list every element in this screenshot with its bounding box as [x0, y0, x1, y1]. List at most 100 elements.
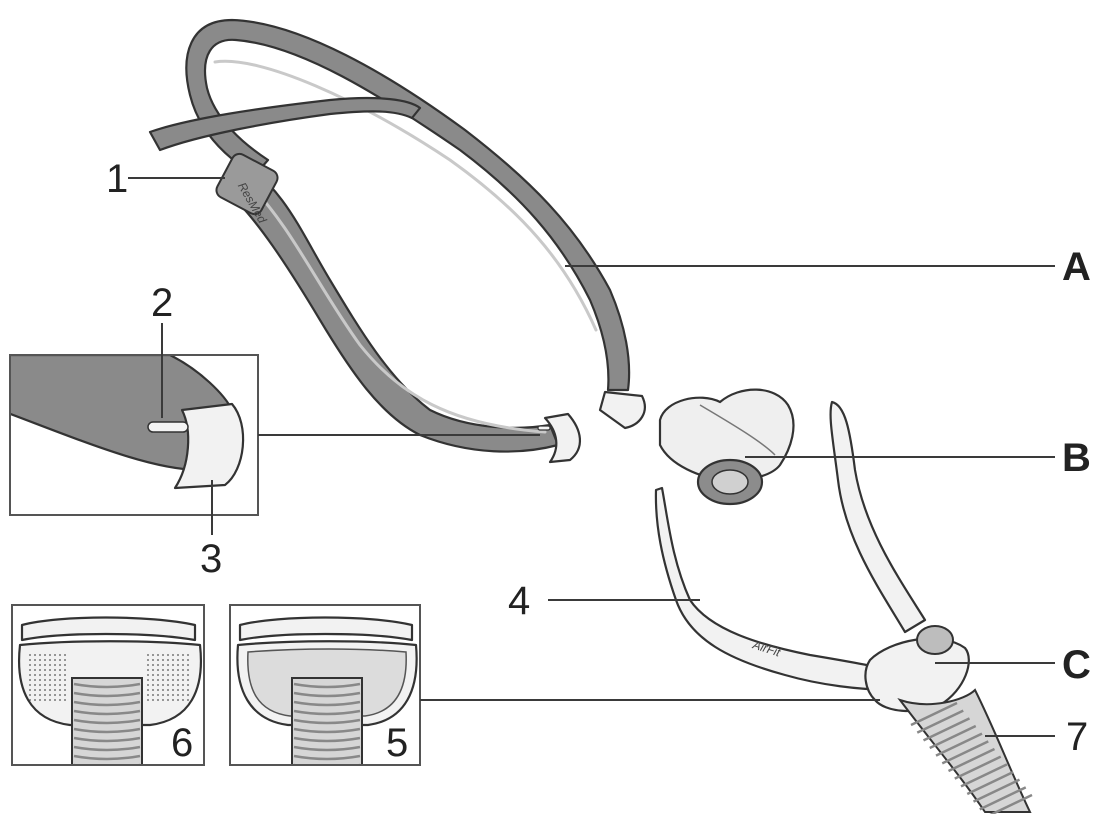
vent-hole [54, 664, 56, 666]
vent-hole [177, 669, 179, 671]
vent-hole [187, 679, 189, 681]
air-tube [900, 690, 1032, 814]
vent-hole [162, 684, 164, 686]
vent-hole [177, 689, 179, 691]
vent-hole [39, 699, 41, 701]
callout-A: A [1062, 245, 1091, 289]
vent-hole [29, 684, 31, 686]
vent-hole [172, 699, 174, 701]
vent-hole [64, 684, 66, 686]
vent-hole [157, 684, 159, 686]
vent-hole [187, 669, 189, 671]
vent-hole [34, 689, 36, 691]
inset5-tube [292, 678, 362, 778]
vent-hole [64, 694, 66, 696]
vent-hole [187, 674, 189, 676]
vent-hole [177, 699, 179, 701]
vent-hole [29, 694, 31, 696]
vent-hole [59, 659, 61, 661]
vent-hole [59, 699, 61, 701]
vent-hole [162, 689, 164, 691]
vent-hole [34, 664, 36, 666]
vent-hole [187, 694, 189, 696]
vent-hole [54, 694, 56, 696]
vent-hole [157, 659, 159, 661]
vent-hole [29, 679, 31, 681]
vent-hole [177, 679, 179, 681]
vent-hole [54, 689, 56, 691]
vent-hole [59, 694, 61, 696]
vent-hole [167, 654, 169, 656]
callout-3: 3 [200, 537, 222, 581]
vent-hole [39, 659, 41, 661]
vent-hole [157, 669, 159, 671]
vent-hole [49, 679, 51, 681]
vent-hole [167, 679, 169, 681]
vent-hole [59, 684, 61, 686]
vent-hole [59, 669, 61, 671]
vent-hole [157, 674, 159, 676]
frame-hub [917, 626, 953, 654]
vent-hole [34, 654, 36, 656]
vent-hole [39, 654, 41, 656]
headgear-lower-strap [225, 160, 558, 452]
vent-hole [157, 689, 159, 691]
vent-hole [44, 679, 46, 681]
vent-hole [39, 669, 41, 671]
vent-hole [172, 664, 174, 666]
vent-hole [182, 689, 184, 691]
vent-hole [44, 669, 46, 671]
frame-right-arm [831, 402, 925, 632]
vent-hole [182, 659, 184, 661]
vent-hole [147, 659, 149, 661]
vent-hole [182, 679, 184, 681]
vent-hole [157, 679, 159, 681]
vent-hole [147, 684, 149, 686]
vent-hole [177, 674, 179, 676]
vent-hole [152, 694, 154, 696]
vent-hole [34, 699, 36, 701]
vent-hole [49, 659, 51, 661]
vent-hole [147, 694, 149, 696]
vent-hole [34, 694, 36, 696]
vent-hole [59, 664, 61, 666]
vent-hole [39, 684, 41, 686]
vent-hole [162, 664, 164, 666]
vent-hole [59, 674, 61, 676]
vent-hole [152, 664, 154, 666]
vent-hole [162, 654, 164, 656]
vent-hole [29, 699, 31, 701]
vent-hole [152, 689, 154, 691]
vent-hole [44, 664, 46, 666]
vent-hole [147, 674, 149, 676]
vent-hole [64, 699, 66, 701]
vent-hole [147, 664, 149, 666]
vent-hole [157, 664, 159, 666]
vent-hole [59, 679, 61, 681]
vent-hole [182, 654, 184, 656]
upper-strap-end-sleeve [600, 392, 645, 428]
vent-hole [147, 669, 149, 671]
vent-hole [177, 659, 179, 661]
vent-hole [172, 689, 174, 691]
callout-6: 6 [171, 721, 193, 765]
vent-hole [54, 669, 56, 671]
inset6-tube [72, 678, 142, 778]
vent-hole [29, 689, 31, 691]
vent-hole [54, 659, 56, 661]
vent-hole [177, 694, 179, 696]
vent-hole [152, 659, 154, 661]
vent-hole [54, 674, 56, 676]
callout-C: C [1062, 643, 1091, 687]
vent-hole [172, 694, 174, 696]
vent-hole [182, 669, 184, 671]
vent-hole [187, 664, 189, 666]
vent-hole [64, 664, 66, 666]
vent-hole [177, 664, 179, 666]
vent-hole [39, 679, 41, 681]
vent-hole [64, 689, 66, 691]
lower-strap-slot [538, 426, 550, 430]
vent-hole [172, 679, 174, 681]
vent-hole [157, 654, 159, 656]
vent-hole [172, 684, 174, 686]
